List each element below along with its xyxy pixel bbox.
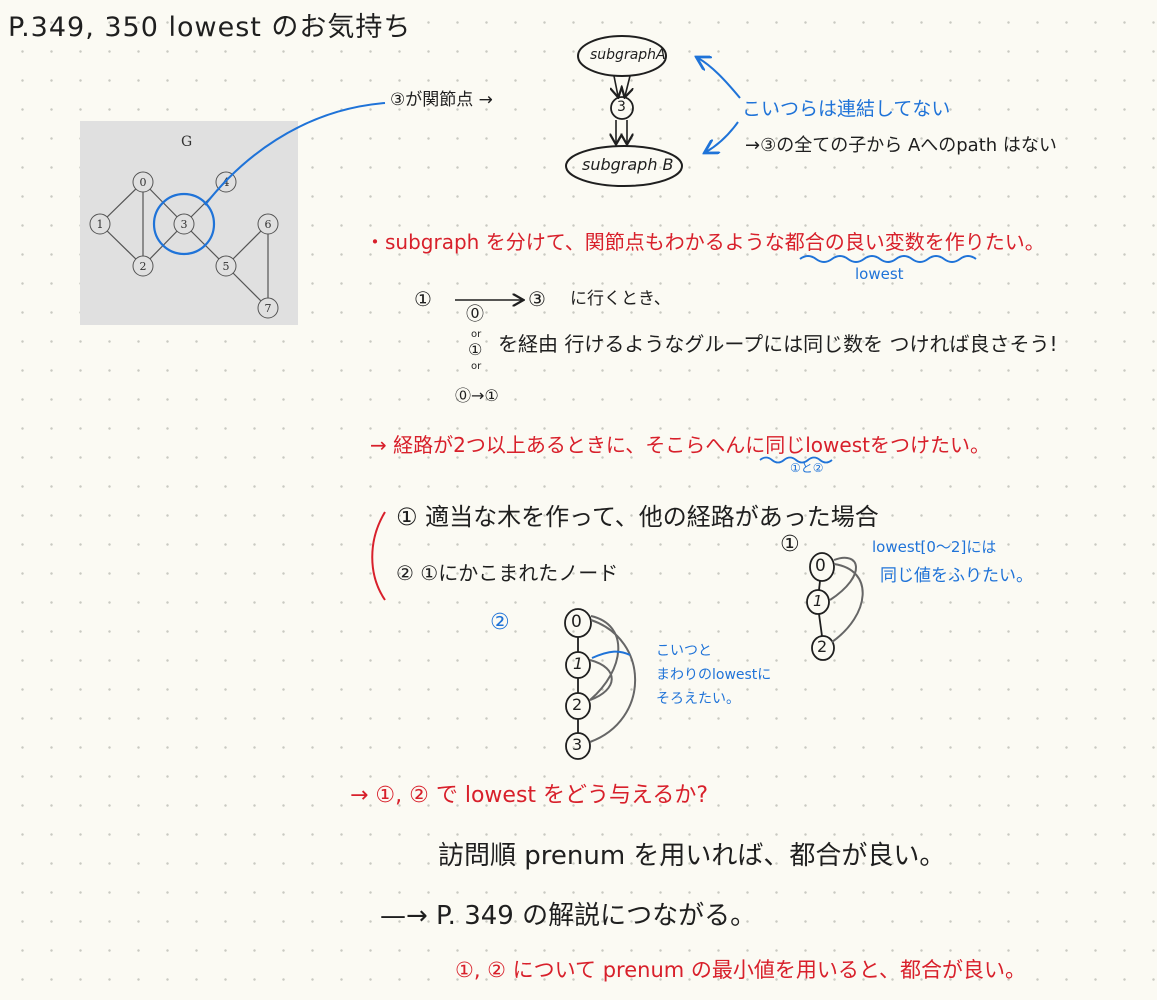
svg-text:0: 0 xyxy=(140,176,147,189)
svg-text:2: 2 xyxy=(140,260,147,273)
node-3-label: 3 xyxy=(617,99,626,115)
bottom-line-1: → ①, ② で lowest をどう与えるか? xyxy=(350,783,709,808)
graph-node-2: 2 xyxy=(132,255,154,277)
not-connected-arrow-down xyxy=(706,121,739,152)
top-diagram-edges xyxy=(614,75,630,143)
svg-text:3: 3 xyxy=(181,218,188,231)
or-1: or xyxy=(471,329,482,340)
right-tree xyxy=(806,552,864,661)
svg-text:1: 1 xyxy=(97,218,104,231)
graph-node-7: 7 xyxy=(257,297,279,319)
via-1: ① xyxy=(468,340,483,359)
case-1: ① 適当な木を作って、他の経路があった場合 xyxy=(396,503,879,531)
no-path-note: →③の全ての子から Aへのpath はない xyxy=(745,135,1057,156)
bottom-line-3: —→ P. 349 の解説につながる。 xyxy=(380,901,757,931)
graph-edges xyxy=(99,181,269,309)
right-tree-node-0: 0 xyxy=(815,556,826,576)
graph-node-3: 3 xyxy=(173,213,195,235)
via-0: ⓪ xyxy=(466,304,484,325)
case-2: ② ①にかこまれたノード xyxy=(396,561,619,585)
wavy-underline xyxy=(799,255,977,263)
left-tree-node-3: 3 xyxy=(572,735,583,754)
not-connected-arrow-up xyxy=(698,58,741,99)
graph-title: G xyxy=(181,134,193,150)
graph-node-5: 5 xyxy=(215,255,237,277)
section1-line: ・subgraph を分けて、関節点もわかるような都合の良い変数を作りたい。 xyxy=(365,230,1045,254)
right-tree-note-1: lowest[0〜2]には xyxy=(872,538,997,556)
left-tree-node-1: 1 xyxy=(573,654,584,673)
right-tree-note-2: 同じ値をふりたい。 xyxy=(880,566,1033,586)
red-bracket xyxy=(371,511,386,601)
articulation-highlight xyxy=(152,192,216,256)
page-title: P.349, 350 lowest のお気持ち xyxy=(8,12,412,43)
subgraph-a-label: subgraphA xyxy=(590,47,666,63)
lowest-label: lowest xyxy=(855,265,904,283)
right-tree-label: ① xyxy=(780,532,800,557)
or-2: or xyxy=(471,361,482,372)
svg-text:7: 7 xyxy=(265,302,272,315)
articulation-note: ③が関節点 → xyxy=(390,90,493,110)
right-tree-node-2: 2 xyxy=(817,637,828,656)
subgraph-a-ellipse xyxy=(577,35,667,77)
left-tree-note-3: そろえたい。 xyxy=(656,691,740,707)
graph-node-0: 0 xyxy=(132,171,154,193)
section2-line: → 経路が2つ以上あるときに、そこらへんに同じlowestをつけたい。 xyxy=(370,433,990,457)
path-text: に行くとき、 xyxy=(570,289,671,309)
path-to-3: ③ xyxy=(528,287,546,311)
via-0-1: ⓪→① xyxy=(455,386,499,405)
svg-text:6: 6 xyxy=(265,218,272,231)
not-connected-note: こいつらは連結してない xyxy=(742,98,951,120)
left-tree-label: ② xyxy=(490,610,510,635)
subgraph-b-label: subgraph B xyxy=(582,155,674,174)
highlight-connector xyxy=(204,102,386,206)
left-tree xyxy=(564,608,636,760)
graph-node-1: 1 xyxy=(89,213,111,235)
section2-subnote: ①と② xyxy=(790,461,824,475)
left-tree-note-1: こいつと xyxy=(656,643,712,659)
svg-text:4: 4 xyxy=(223,176,230,189)
left-tree-node-2: 2 xyxy=(572,695,583,714)
left-tree-note-2: まわりのlowestに xyxy=(656,667,772,683)
via-text: を経由 行けるようなグループには同じ数を つければ良さそう! xyxy=(498,332,1058,356)
bottom-line-2: 訪問順 prenum を用いれば、都合が良い。 xyxy=(438,841,946,871)
bottom-line-4: ①, ② について prenum の最小値を用いると、都合が良い。 xyxy=(455,958,1027,982)
path-from-1: ① xyxy=(414,287,432,311)
left-tree-node-0: 0 xyxy=(571,612,582,632)
wavy-underline-2 xyxy=(759,456,833,464)
graph-node-6: 6 xyxy=(257,213,279,235)
svg-text:5: 5 xyxy=(223,260,230,273)
right-tree-node-1: 1 xyxy=(813,592,823,610)
